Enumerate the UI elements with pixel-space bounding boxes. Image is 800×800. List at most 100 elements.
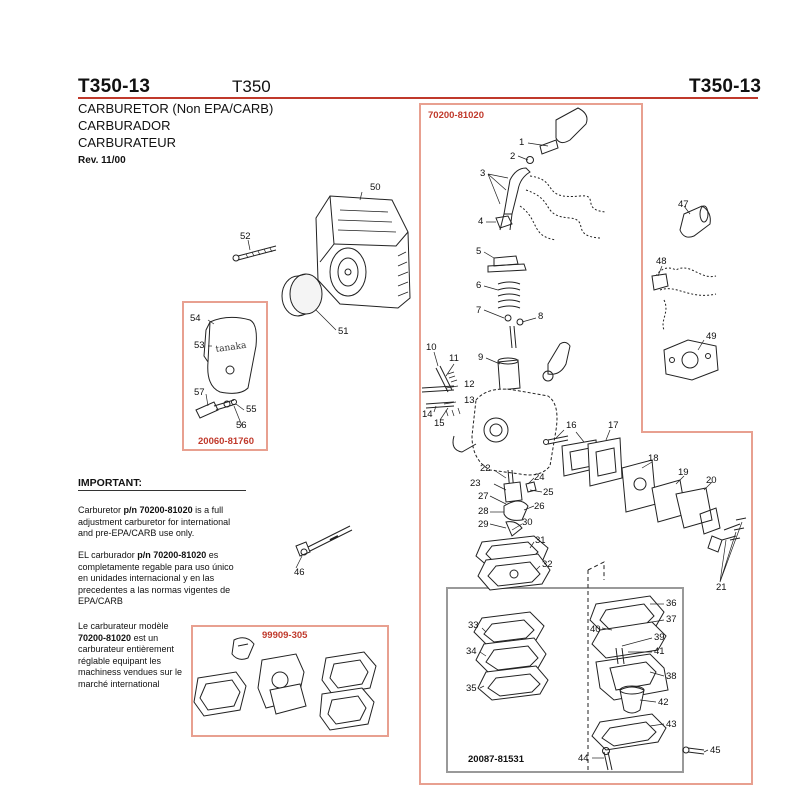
- important-rule: [78, 490, 246, 491]
- part-number: 7: [476, 305, 482, 316]
- cover-brand-mark: tanaka: [215, 341, 248, 355]
- important-note-spanish: EL carburador p/n 70200-81020 es complet…: [78, 550, 243, 608]
- carb-upper-parts: [495, 107, 607, 241]
- gasket-kit-box: [191, 625, 389, 737]
- part-number: 33: [468, 620, 479, 631]
- air-filter-housing: [315, 195, 411, 309]
- part-number: 37: [666, 614, 677, 625]
- note-en-part: p/n 70200-81020: [123, 505, 193, 515]
- cover-screws-21: [721, 517, 747, 541]
- part-number: 49: [706, 331, 717, 342]
- important-heading: IMPORTANT:: [78, 477, 142, 489]
- part-number: 42: [658, 697, 669, 708]
- part-number: 26: [534, 501, 545, 512]
- screw-52: [232, 245, 277, 262]
- part-number: 51: [338, 326, 349, 337]
- important-note-french: Le carburateur modèle 70200-81020 est un…: [78, 621, 198, 690]
- throttle-cap-and-spring: [487, 255, 527, 349]
- diaphragm-kit-label: 20087-81531: [468, 754, 524, 765]
- part-number: 44: [578, 753, 589, 764]
- part-number: 21: [716, 582, 727, 593]
- note-fr-post: est un carburateur entièrement réglable …: [78, 632, 183, 689]
- screw-45: [682, 746, 705, 755]
- part-number: 36: [666, 598, 677, 609]
- part-number: 48: [656, 256, 667, 267]
- model-series: T350: [232, 77, 271, 96]
- title-english: CARBURETOR (Non EPA/CARB): [78, 101, 274, 116]
- model-code-left: T350-13: [78, 76, 151, 97]
- gasket-kit-label: 99909-305: [262, 630, 308, 641]
- part-number: 25: [543, 487, 554, 498]
- gasket-kit-parts: [193, 637, 377, 731]
- part-number: 1: [519, 137, 525, 148]
- part-number: 35: [466, 683, 477, 694]
- part-number: 32: [542, 559, 553, 570]
- part-number: 6: [476, 280, 482, 291]
- part-number: 57: [194, 387, 205, 398]
- title-french: CARBURATEUR: [78, 135, 176, 150]
- part-number: 15: [434, 418, 445, 429]
- part-number: 40: [590, 624, 601, 635]
- part-number: 8: [538, 311, 544, 322]
- part-number: 13: [464, 395, 475, 406]
- needle-lever-parts: [503, 469, 537, 537]
- part-number: 3: [480, 168, 486, 179]
- diaphragm-31-32: [475, 535, 551, 591]
- part-number: 16: [566, 420, 577, 431]
- part-number: 29: [478, 519, 489, 530]
- carburetor-body: [452, 341, 571, 476]
- part-number: 17: [608, 420, 619, 431]
- part-number: 28: [478, 506, 489, 517]
- title-spanish: CARBURADOR: [78, 118, 171, 133]
- part-number: 9: [478, 352, 484, 363]
- note-es-part: p/n 70200-81020: [137, 550, 207, 560]
- part-number: 46: [294, 567, 305, 578]
- part-number: 52: [240, 231, 251, 242]
- model-code-right: T350-13: [689, 76, 762, 97]
- mounting-bolt-46: [295, 525, 353, 557]
- part-number: 10: [426, 342, 437, 353]
- note-es-post: es completamente regable para uso único …: [78, 550, 234, 606]
- air-filter-kit-label: 20060-81760: [198, 436, 254, 447]
- right-side-parts: [651, 205, 719, 381]
- diaphragm-kit-box: [446, 587, 684, 773]
- part-number: 53: [194, 340, 205, 351]
- part-number: 34: [466, 646, 477, 657]
- part-number: 22: [480, 463, 491, 474]
- part-number: 43: [666, 719, 677, 730]
- part-number: 5: [476, 246, 482, 257]
- part-number: 2: [510, 151, 516, 162]
- part-number: 31: [535, 535, 546, 546]
- part-number: 47: [678, 199, 689, 210]
- screws-16: [543, 435, 569, 445]
- part-number: 23: [470, 478, 481, 489]
- part-number: 4: [478, 216, 484, 227]
- part-number: 11: [449, 353, 459, 364]
- note-en-post: is a full adjustment carburetor for inte…: [78, 505, 231, 538]
- part-number: 56: [236, 420, 247, 431]
- knob-screw: [195, 399, 237, 419]
- note-fr-pre: Le carburateur modèle: [78, 621, 169, 631]
- filter-element: [281, 273, 323, 317]
- revision-label: Rev. 11/00: [78, 155, 126, 166]
- part-number: 20: [706, 475, 717, 486]
- note-fr-part: 70200-81020: [78, 632, 132, 643]
- air-cleaner-cover: [203, 316, 257, 394]
- part-number: 50: [370, 182, 381, 193]
- part-number: 55: [246, 404, 257, 415]
- part-number: 41: [654, 646, 665, 657]
- part-number: 19: [678, 467, 689, 478]
- pump-gaskets: [561, 437, 723, 553]
- leader-lines: [205, 142, 743, 759]
- part-number: 12: [464, 379, 475, 390]
- header-rule: [78, 97, 758, 99]
- carb-kit-label: 70200-81020: [428, 110, 484, 121]
- part-number: 30: [522, 517, 533, 528]
- diaphragm-kit-parts: [473, 561, 669, 771]
- part-number: 45: [710, 745, 721, 756]
- part-number: 18: [648, 453, 659, 464]
- part-number: 38: [666, 671, 677, 682]
- air-filter-kit-box: [182, 301, 268, 451]
- part-number: 24: [534, 472, 545, 483]
